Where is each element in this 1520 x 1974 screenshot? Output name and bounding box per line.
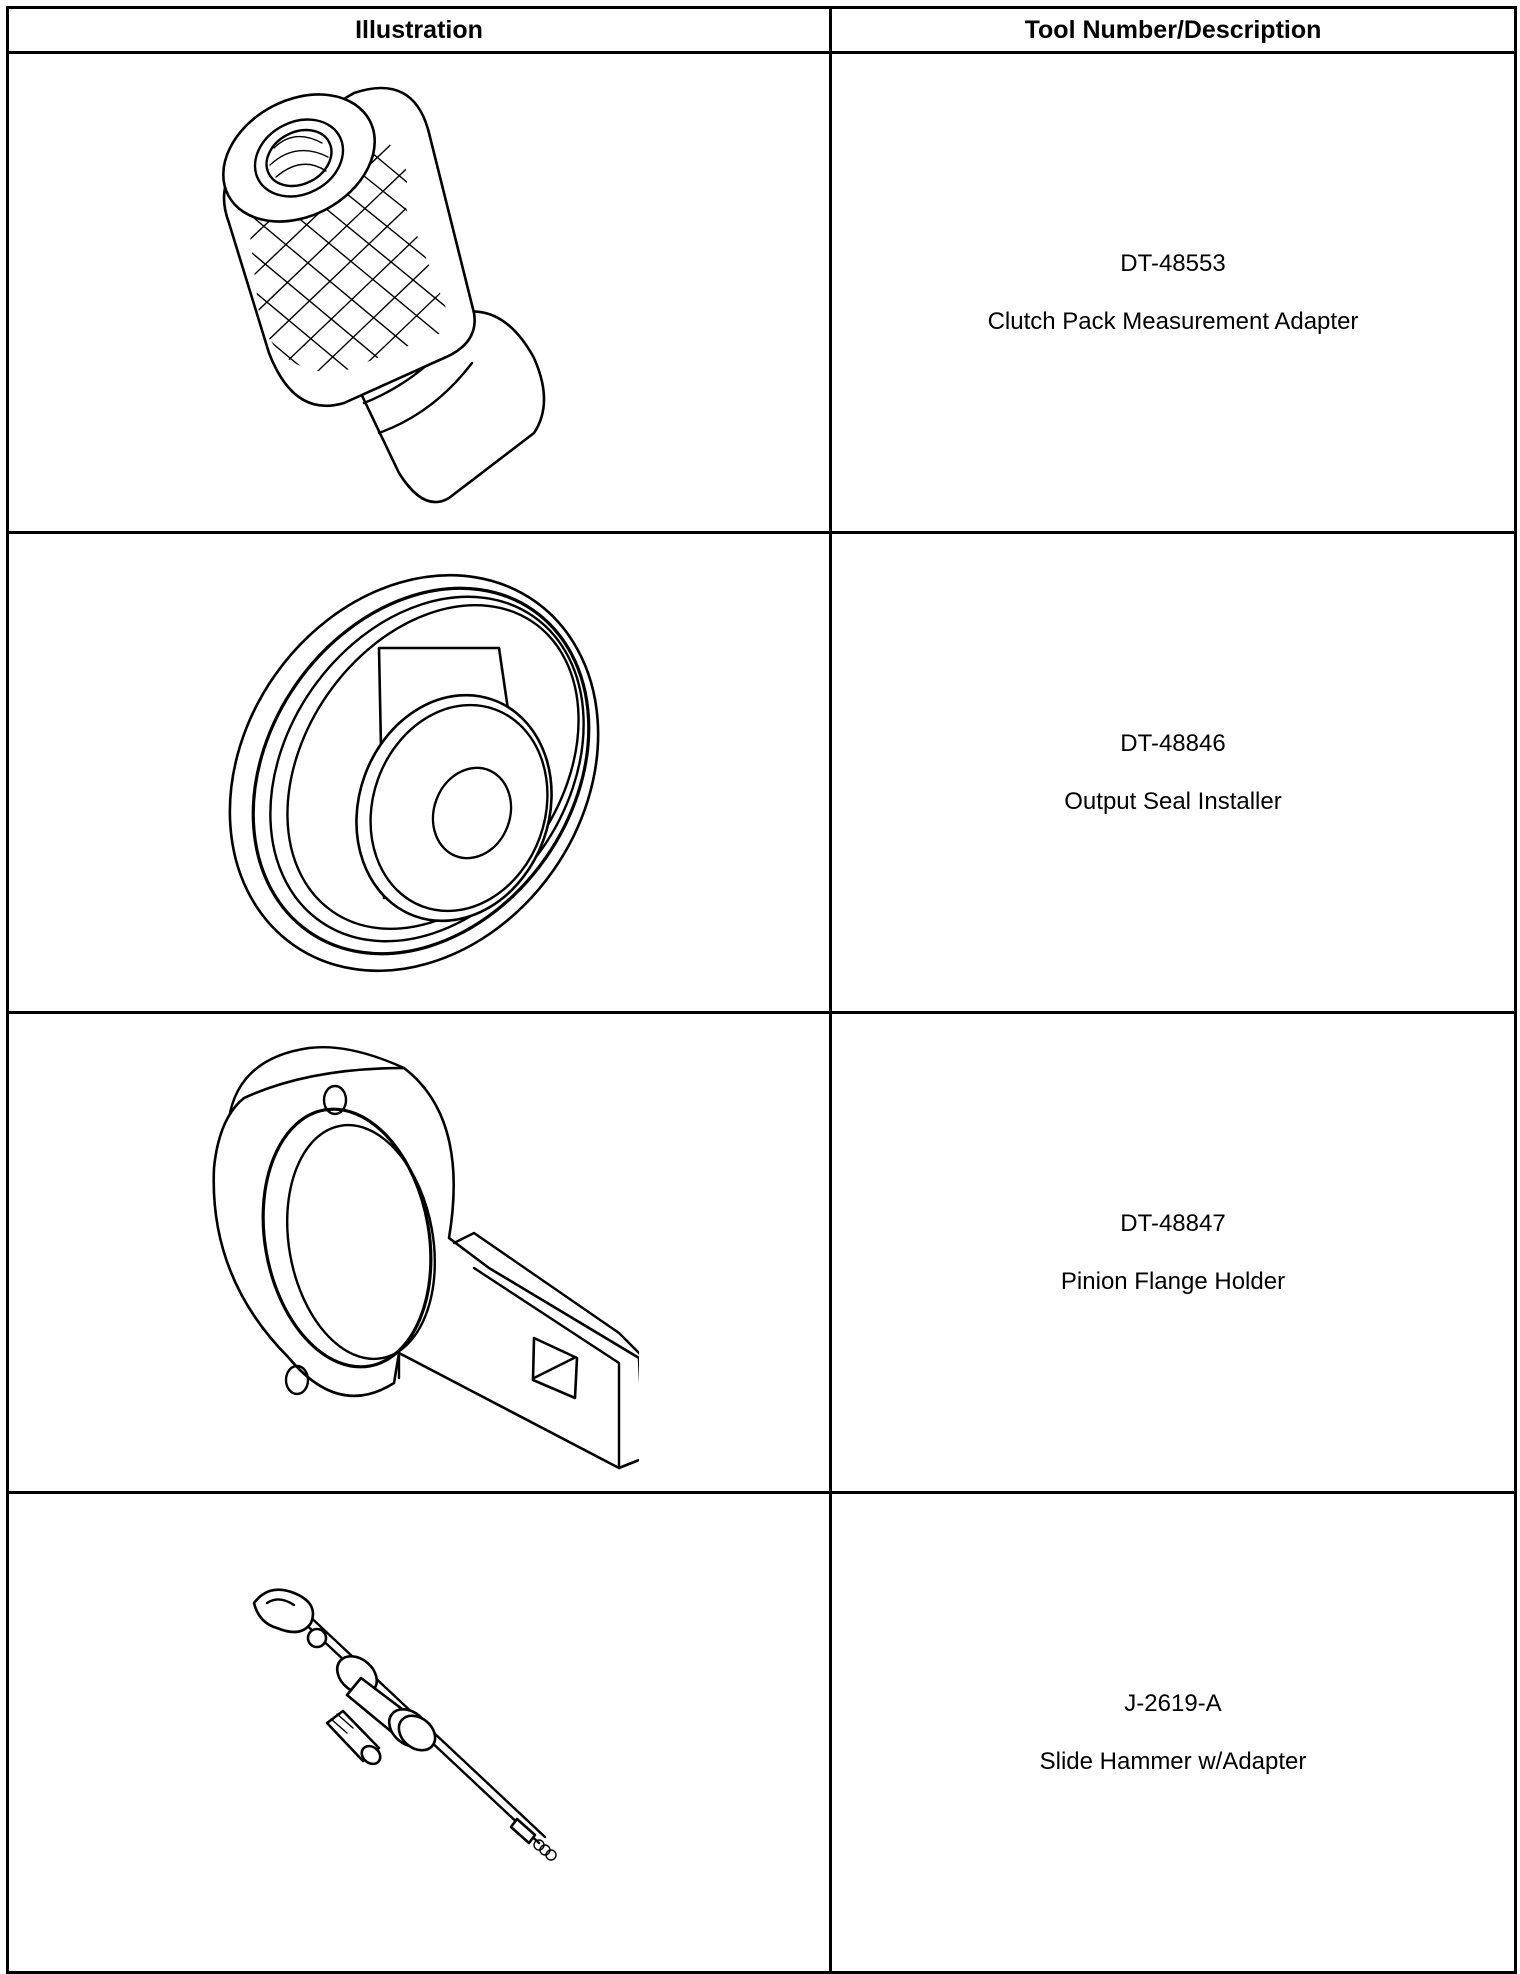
tool-description: Clutch Pack Measurement Adapter bbox=[987, 307, 1359, 335]
tool-table-sheet: Illustration Tool Number/Description bbox=[6, 6, 1517, 1974]
table-header-row: Illustration Tool Number/Description bbox=[6, 6, 1517, 54]
tool-number: DT-48553 bbox=[1120, 249, 1226, 277]
special-tools-table: Illustration Tool Number/Description bbox=[6, 6, 1517, 1974]
tool-description: Pinion Flange Holder bbox=[1060, 1267, 1286, 1295]
tool-description-cell: J-2619-A Slide Hammer w/Adapter bbox=[829, 1491, 1517, 1974]
table-row: DT-48553 Clutch Pack Measurement Adapter bbox=[6, 51, 1517, 534]
knurled-adapter-icon bbox=[221, 86, 546, 503]
tool-description-cell: DT-48847 Pinion Flange Holder bbox=[829, 1011, 1517, 1494]
illustration-cell bbox=[6, 1011, 832, 1494]
seal-installer-icon bbox=[228, 573, 600, 972]
table-row: DT-48846 Output Seal Installer bbox=[6, 531, 1517, 1014]
flange-holder-icon bbox=[212, 1045, 639, 1469]
slide-hammer-icon bbox=[252, 1587, 557, 1861]
tool-description-cell: DT-48846 Output Seal Installer bbox=[829, 531, 1517, 1014]
table-row: DT-48847 Pinion Flange Holder bbox=[6, 1011, 1517, 1494]
illustration-cell bbox=[6, 1491, 832, 1974]
header-illustration: Illustration bbox=[6, 6, 832, 54]
tool-description-cell: DT-48553 Clutch Pack Measurement Adapter bbox=[829, 51, 1517, 534]
header-tool-number-description: Tool Number/Description bbox=[829, 6, 1517, 54]
tool-number: J-2619-A bbox=[1124, 1689, 1222, 1717]
tool-description: Output Seal Installer bbox=[1064, 787, 1282, 815]
tool-number: DT-48846 bbox=[1120, 729, 1226, 757]
illustration-cell bbox=[6, 51, 832, 534]
illustration-cell bbox=[6, 531, 832, 1014]
table-row: J-2619-A Slide Hammer w/Adapter bbox=[6, 1491, 1517, 1974]
tool-number: DT-48847 bbox=[1120, 1209, 1226, 1237]
tool-description: Slide Hammer w/Adapter bbox=[1039, 1747, 1307, 1775]
